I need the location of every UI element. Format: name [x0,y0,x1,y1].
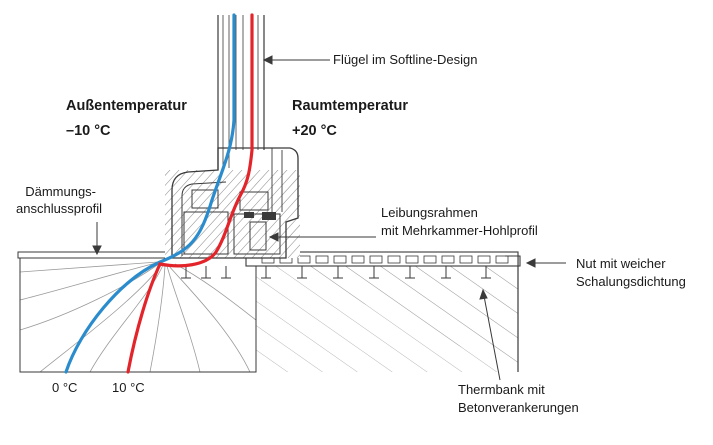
frame-hatch-line [165,170,254,258]
frame-hatch-line [179,170,281,258]
window-frame-outline [171,147,299,259]
frame-hatch-line [188,170,290,258]
outside-temperature-title: Außentemperatur [66,98,187,114]
isotherm-0c [64,13,236,374]
insulation-label-line2: anschlussprofil [16,201,102,216]
anchor [369,266,379,279]
reveal-label-line2: mit Mehrkammer-Hohlprofil [381,223,538,238]
reveal-frame-profile [245,251,521,267]
room-temperature-value: +20 °C [292,123,337,139]
frame-hatch-line [165,170,236,258]
frame-hatch-line [165,170,218,258]
frame-hatch-line [324,148,424,258]
profile-chamber [459,255,473,264]
insulation-label-line1: Dämmungs- [25,184,96,199]
room-temperature-title: Raumtemperatur [292,98,409,114]
sash-label: Flügel im Softline-Design [333,52,478,67]
anchor [201,266,211,279]
groove-label-line2: Schalungsdichtung [576,274,686,289]
frame-hatch-line [242,170,300,258]
isotherm-10c-label: 10 °C [112,380,145,395]
frame-hatch-line [278,170,300,258]
frame-hatch-line [315,148,415,258]
isotherm-10c [126,13,254,374]
thermbank-label-line2: Betonverankerungen [458,400,579,415]
profile-chamber [351,255,365,264]
frame-hatch-line [269,170,300,258]
profile-chamber [369,255,383,264]
profile-chamber [441,255,455,264]
frame-hatch-line [224,170,300,258]
profile-chamber [477,255,491,264]
profile-chamber [297,255,311,264]
thermbank-label-line1: Thermbank mit [458,382,545,397]
anchor [261,266,271,279]
groove-label-line1: Nut mit weicher [576,256,666,271]
anchor [405,266,415,279]
outside-temperature-value: –10 °C [66,123,111,139]
anchor [221,266,231,279]
profile-chamber [333,255,347,264]
profile-chamber [387,255,401,264]
anchor [481,266,491,279]
anchor [181,266,191,279]
profile-chamber [423,255,437,264]
frame-hatch-line [215,170,300,258]
frame-hatch-line [165,170,227,258]
anchor [333,266,343,279]
frame-hatch-line [165,170,245,258]
concrete-anchors [181,266,491,279]
frame-hatch-line [251,170,300,258]
thermbank-leader [483,295,501,381]
frame-hatch-line [287,170,300,258]
profile-chamber [405,255,419,264]
frame-hatch-line [296,170,300,258]
thermbank-fill [256,262,518,372]
anchor [441,266,451,279]
reveal-label-line1: Leibungsrahmen [381,205,478,220]
frame-hatch-line [233,170,300,258]
isotherm-0c-label: 0 °C [52,380,78,395]
glazing-unit [217,15,265,170]
profile-chamber [495,255,509,264]
frame-hatch-line [197,170,299,258]
profile-chamber [315,255,329,264]
frame-hatch-line [170,170,272,258]
anchor [297,266,307,279]
frame-hatch-line [306,148,406,258]
